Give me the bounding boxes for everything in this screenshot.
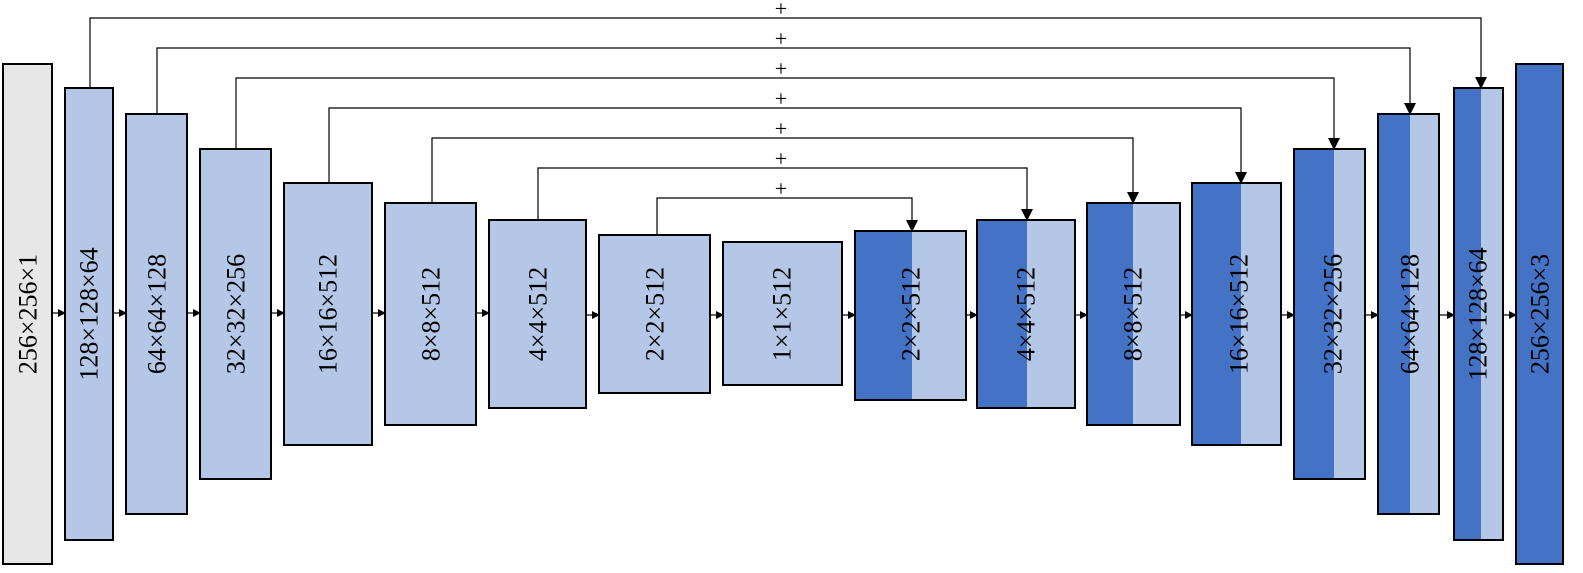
label-encoder-7: 2×2×512 (641, 267, 670, 361)
encoder-block-7 (598, 234, 711, 394)
encoder-block-4 (283, 182, 373, 446)
encoder-block-5 (384, 202, 477, 426)
encoder-block-2 (125, 113, 188, 515)
label-decoder-3: 8×8×512 (1119, 267, 1148, 361)
skip-plus-6: + (775, 146, 787, 171)
decoder-block-1-skip-half (912, 232, 965, 399)
bottleneck-block (722, 241, 843, 386)
label-decoder-5: 32×32×256 (1319, 254, 1348, 374)
skip-connection-3 (235, 77, 1340, 150)
label-bottleneck: 1×1×512 (768, 267, 797, 361)
label-encoder-3: 32×32×256 (222, 254, 251, 374)
label-encoder-5: 8×8×512 (417, 267, 446, 361)
label-decoder-1: 2×2×512 (897, 267, 926, 361)
skip-connection-5 (431, 137, 1139, 204)
encoder-block-6 (488, 219, 587, 409)
encoder-block-3 (199, 148, 272, 480)
skip-connection-6 (537, 167, 1033, 221)
skip-plus-2: + (775, 26, 787, 51)
label-encoder-2: 64×64×128 (143, 254, 172, 374)
label-decoder-6: 64×64×128 (1396, 254, 1425, 374)
label-decoder-7: 128×128×64 (1464, 247, 1493, 380)
decoder-block-6-skip-half (1410, 115, 1438, 513)
decoder-block-4-skip-half (1241, 184, 1280, 444)
skip-plus-3: + (775, 56, 787, 81)
skip-plus-signs: + + + + + + + (775, 0, 787, 201)
skip-connections (89, 17, 1487, 235)
label-encoder-6: 4×4×512 (524, 267, 553, 361)
output-block (1515, 63, 1564, 565)
encoder-block-1 (64, 87, 114, 541)
block-labels: 256×256×1 128×128×64 64×64×128 32×32×256… (14, 247, 1555, 380)
input-block (2, 63, 53, 565)
label-encoder-1: 128×128×64 (75, 247, 104, 380)
skip-plus-1: + (775, 0, 787, 21)
label-output: 256×256×3 (1526, 254, 1555, 374)
decoder-block-3-skip-half (1133, 204, 1179, 424)
label-encoder-4: 16×16×512 (314, 254, 343, 374)
skip-connection-4 (328, 107, 1247, 184)
label-decoder-2: 4×4×512 (1012, 267, 1041, 361)
skip-connection-1 (89, 17, 1487, 89)
label-decoder-4: 16×16×512 (1225, 254, 1254, 374)
encoder-blocks (2, 63, 843, 565)
skip-plus-7: + (775, 176, 787, 201)
decoder-block-7-skip-half (1481, 89, 1502, 539)
decoder-blocks (854, 63, 1564, 565)
skip-plus-5: + (775, 116, 787, 141)
decoder-block-2-skip-half (1027, 221, 1074, 407)
label-input: 256×256×1 (14, 254, 43, 374)
skip-plus-4: + (775, 86, 787, 111)
flow-arrows (52, 309, 1517, 319)
skip-connection-2 (156, 47, 1416, 115)
skip-connection-7 (656, 197, 918, 235)
decoder-block-5-skip-half (1334, 150, 1364, 478)
